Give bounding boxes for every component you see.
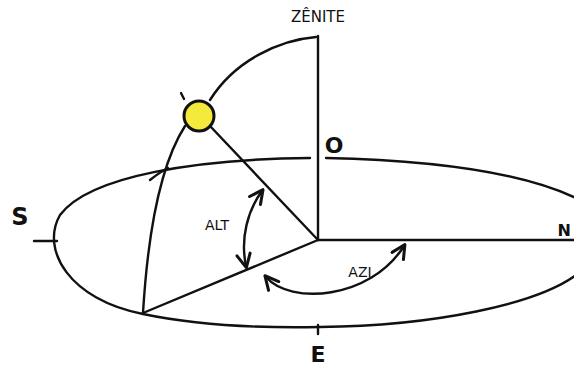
angle-label: AZI (348, 265, 371, 279)
cardinal-label: S (11, 205, 28, 229)
sun-tick (181, 93, 184, 99)
north-radius (318, 239, 574, 241)
zenith-label: ZÊNITE (291, 10, 345, 25)
zenith-line (317, 36, 319, 240)
vertical-circle-arc (143, 126, 185, 313)
altitude-arc (244, 191, 262, 266)
cardinal-label: N (558, 223, 571, 239)
horizon-radius (143, 240, 318, 313)
horizon-ellipse-back (326, 158, 574, 200)
east-tick (317, 325, 319, 334)
sun (184, 101, 214, 131)
sphere-arc-left (150, 168, 168, 180)
meridian-arc (210, 37, 316, 100)
angle-label: ALT (205, 218, 229, 232)
azimuth-arc (266, 246, 404, 294)
cardinal-label: E (310, 344, 325, 366)
south-tick (34, 240, 57, 242)
cardinal-label: O (325, 135, 344, 157)
horizon-ellipse (54, 158, 574, 327)
